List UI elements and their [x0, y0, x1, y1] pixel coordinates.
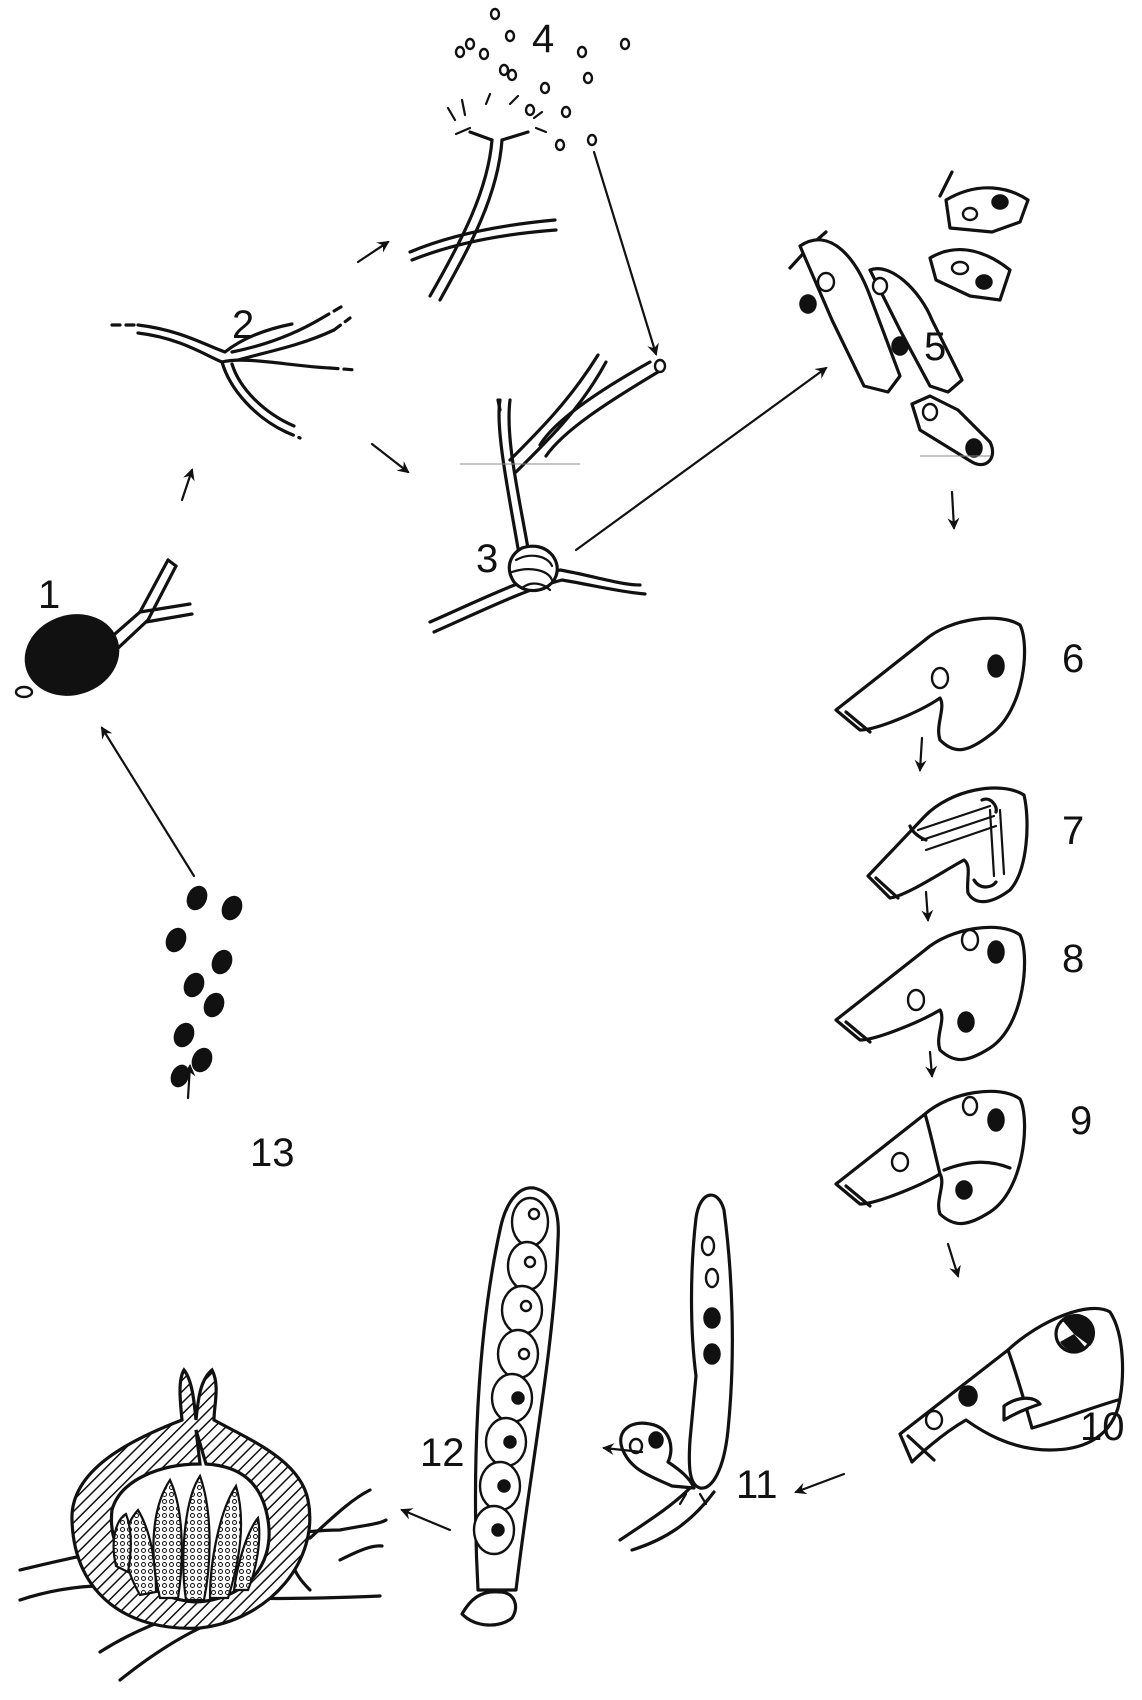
- arrow-2-to-3: [372, 444, 408, 472]
- arrow-spores-to-1: [102, 728, 194, 876]
- label-stage-9: 9: [1070, 1099, 1092, 1143]
- stage-4-conidiophore: [410, 9, 629, 300]
- label-stage-5: 5: [924, 325, 946, 369]
- stage-3-ascogonium: [430, 355, 665, 632]
- arrow-9-to-10: [948, 1244, 958, 1276]
- arrow-4-to-3: [594, 152, 656, 354]
- label-stage-12: 12: [420, 1431, 465, 1475]
- label-stage-7: 7: [1062, 809, 1084, 853]
- label-stage-11: 11: [736, 1463, 778, 1507]
- arrow-5-to-6: [952, 492, 954, 528]
- stage-11-young-ascus: [620, 1195, 732, 1550]
- arrow-1-to-2: [182, 470, 192, 500]
- arrow-6-to-7: [920, 738, 922, 770]
- arrow-2-to-4: [358, 242, 388, 262]
- released-ascospores: [163, 883, 245, 1089]
- stage-13-perithecium: [20, 1370, 386, 1680]
- arrow-12-to-13: [402, 1510, 450, 1530]
- stage-9-septa: [836, 1091, 1025, 1223]
- arrow-8-to-9: [930, 1052, 932, 1076]
- stage-6-crozier: [836, 618, 1025, 749]
- stage-8-four-nuclei: [836, 927, 1025, 1059]
- arrow-10-to-11: [796, 1474, 844, 1492]
- stage-7-nuclear-division: [868, 788, 1027, 902]
- label-stage-8: 8: [1062, 937, 1084, 981]
- arrow-7-to-8: [926, 892, 928, 920]
- stage-5-dikaryotic-hyphae: [790, 172, 1028, 465]
- label-stage-2: 2: [232, 303, 254, 347]
- stage-labels: 1 2 3 4 5 6 7 8 9 10 11 12 13: [38, 17, 1125, 1507]
- label-stage-13: 13: [250, 1131, 295, 1175]
- label-stage-6: 6: [1062, 637, 1084, 681]
- stage-12-mature-ascus: [462, 1188, 558, 1625]
- label-stage-10: 10: [1080, 1405, 1125, 1449]
- label-stage-1: 1: [38, 573, 60, 617]
- arrow-3-to-5: [576, 368, 826, 550]
- label-stage-3: 3: [476, 537, 498, 581]
- label-stage-4: 4: [532, 17, 554, 61]
